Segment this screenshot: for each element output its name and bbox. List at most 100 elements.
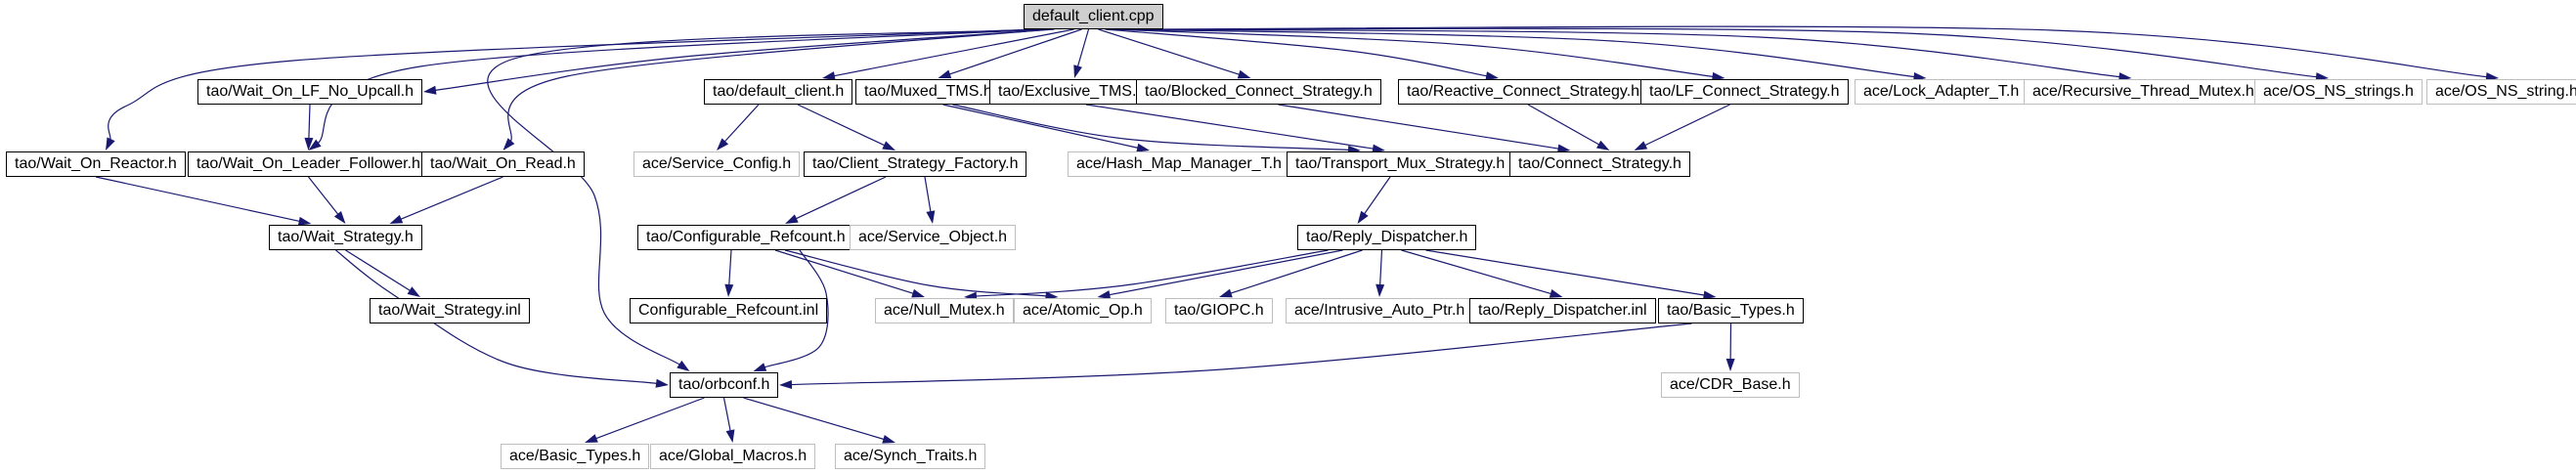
arrowhead-cpp-exclusive <box>1073 65 1082 78</box>
edge-replydisp-taobasic <box>1425 249 1706 296</box>
edge-replydisp-replyinl <box>1401 249 1553 295</box>
edge-taobasic-orbconf <box>789 323 1692 386</box>
edge-orbconf-acebasic <box>594 397 705 440</box>
arrowhead-cpp-defclient <box>822 71 836 80</box>
node-atomic[interactable]: ace/Atomic_Op.h <box>1014 298 1152 323</box>
arrowhead-cpp-orbconf <box>677 360 690 371</box>
node-connstrat[interactable]: tao/Connect_Strategy.h <box>1509 151 1690 177</box>
edge-cpp-lock <box>1116 28 1916 78</box>
node-osstrings[interactable]: ace/OS_NS_strings.h <box>2254 79 2423 105</box>
node-reactor[interactable]: tao/Wait_On_Reactor.h <box>6 151 186 177</box>
edge-waitstrat-waitinl <box>345 249 413 292</box>
edge-blocked-connstrat <box>1278 104 1560 150</box>
arrowhead-cpp-muxed <box>938 69 952 79</box>
node-acebasic[interactable]: ace/Basic_Types.h <box>501 444 650 469</box>
node-svcobj[interactable]: ace/Service_Object.h <box>850 225 1017 250</box>
node-cdrbase[interactable]: ace/CDR_Base.h <box>1661 372 1800 398</box>
node-tms[interactable]: tao/Transport_Mux_Strategy.h <box>1287 151 1514 177</box>
arrowhead-replydisp-replyinl <box>1549 289 1563 298</box>
node-lfconn[interactable]: tao/LF_Connect_Strategy.h <box>1640 79 1849 105</box>
edge-replydisp-nullmutex <box>974 249 1329 297</box>
edge-muxed-tms <box>952 104 1351 151</box>
node-csf[interactable]: tao/Client_Strategy_Factory.h <box>804 151 1027 177</box>
node-replydisp[interactable]: tao/Reply_Dispatcher.h <box>1297 225 1477 250</box>
arrowhead-cpp-reactor <box>106 137 115 151</box>
node-blocked[interactable]: tao/Blocked_Connect_Strategy.h <box>1136 79 1381 105</box>
edge-defclient-csf <box>797 104 887 147</box>
arrowhead-waitstrat-orbconf <box>655 378 669 388</box>
arrowhead-cpp-blocked <box>1237 69 1251 79</box>
arrowhead-waitstrat-waitinl <box>407 286 420 297</box>
edge-cpp-blocked <box>1098 28 1242 76</box>
node-cpp: default_client.cpp <box>1024 4 1163 29</box>
arrowhead-cpp-leader <box>308 139 322 151</box>
node-exclusive[interactable]: tao/Exclusive_TMS.h <box>989 79 1155 105</box>
node-refcountinl[interactable]: Configurable_Refcount.inl <box>630 298 828 323</box>
edge-replydisp-giopc <box>1229 249 1363 295</box>
arrowhead-exclusive-tms <box>1372 144 1385 153</box>
edge-exclusive-tms <box>1085 104 1375 150</box>
node-waitinl[interactable]: tao/Wait_Strategy.inl <box>370 298 530 323</box>
arrowhead-refcount-refcountinl <box>724 283 734 297</box>
node-reactive[interactable]: tao/Reactive_Connect_Strategy.h <box>1398 79 1649 105</box>
arrowhead-defclient-svcconfig <box>717 138 729 151</box>
arrowhead-replydisp-taobasic <box>1702 290 1717 300</box>
edge-waitstrat-orbconf <box>335 249 659 385</box>
edge-tms-replydisp <box>1363 176 1391 216</box>
edge-csf-svcobj <box>924 176 932 214</box>
arrowhead-replydisp-atomic <box>1097 290 1112 299</box>
arrowhead-cpp-osstring <box>2485 72 2499 82</box>
node-waitstrat[interactable]: tao/Wait_Strategy.h <box>269 225 422 250</box>
edge-cpp-defclient <box>832 28 1074 77</box>
node-muxed[interactable]: tao/Muxed_TMS.h <box>855 79 1001 105</box>
edge-lfconn-connstrat <box>1643 104 1730 147</box>
node-recursive[interactable]: ace/Recursive_Thread_Mutex.h <box>2024 79 2263 105</box>
arrowhead-csf-svcobj <box>926 210 936 224</box>
edge-reactor-waitstrat <box>95 176 301 223</box>
edge-replydisp-intrusive <box>1378 249 1383 287</box>
arrowhead-refcount-nullmutex <box>911 288 925 298</box>
node-defclient[interactable]: tao/default_client.h <box>704 79 853 105</box>
node-intrusive[interactable]: ace/Intrusive_Auto_Ptr.h <box>1286 298 1474 323</box>
edge-cpp-reactive <box>1105 28 1489 77</box>
node-leader[interactable]: tao/Wait_On_Leader_Follower.h <box>188 151 429 177</box>
arrowhead-orbconf-synchtraits <box>882 434 895 444</box>
arrowhead-cpp-recursive <box>2118 72 2132 82</box>
arrowhead-taobasic-cdrbase <box>1725 358 1735 371</box>
node-taobasic[interactable]: tao/Basic_Types.h <box>1658 298 1804 323</box>
node-replyinl[interactable]: tao/Reply_Dispatcher.inl <box>1469 298 1656 323</box>
arrowhead-cpp-lock <box>1913 72 1927 81</box>
arrowhead-reactor-waitstrat <box>297 216 312 226</box>
node-osstring[interactable]: ace/OS_NS_string.h <box>2426 79 2576 105</box>
arrowhead-orbconf-globalmacros <box>725 429 735 443</box>
edge-replydisp-atomic <box>1108 249 1343 296</box>
arrowhead-csf-refcount <box>785 214 799 224</box>
edge-defclient-svcconfig <box>722 104 760 144</box>
arrowhead-read-waitstrat <box>389 214 404 224</box>
arrowhead-cpp-osstrings <box>2315 72 2329 82</box>
node-globalmacros[interactable]: ace/Global_Macros.h <box>650 444 816 469</box>
node-synchtraits[interactable]: ace/Synch_Traits.h <box>835 444 986 469</box>
node-svcconfig[interactable]: ace/Service_Config.h <box>633 151 801 177</box>
node-read[interactable]: tao/Wait_On_Read.h <box>421 151 585 177</box>
arrowhead-upcall-leader <box>304 137 314 151</box>
node-hashmap[interactable]: ace/Hash_Map_Manager_T.h <box>1068 151 1290 177</box>
edge-reactive-connstrat <box>1527 104 1601 147</box>
node-orbconf[interactable]: tao/orbconf.h <box>670 372 779 398</box>
edge-cpp-recursive <box>1122 28 2121 78</box>
node-nullmutex[interactable]: ace/Null_Mutex.h <box>875 298 1014 323</box>
node-lock[interactable]: ace/Lock_Adapter_T.h <box>1855 79 2029 105</box>
edge-muxed-hashmap <box>942 104 1140 150</box>
edge-cpp-muxed <box>947 28 1082 76</box>
arrowhead-replydisp-giopc <box>1219 288 1233 298</box>
edge-cpp-leader <box>316 28 1045 145</box>
arrowhead-defclient-csf <box>882 141 895 151</box>
node-giopc[interactable]: tao/GIOPC.h <box>1165 298 1273 323</box>
edge-refcount-nullmutex <box>774 249 915 295</box>
edge-cpp-lfconn <box>1111 28 1715 78</box>
arrowhead-tms-replydisp <box>1357 210 1369 224</box>
node-upcall[interactable]: tao/Wait_On_LF_No_Upcall.h <box>197 79 422 105</box>
arrowhead-orbconf-acebasic <box>585 434 598 443</box>
node-refcount[interactable]: tao/Configurable_Refcount.h <box>637 225 854 250</box>
